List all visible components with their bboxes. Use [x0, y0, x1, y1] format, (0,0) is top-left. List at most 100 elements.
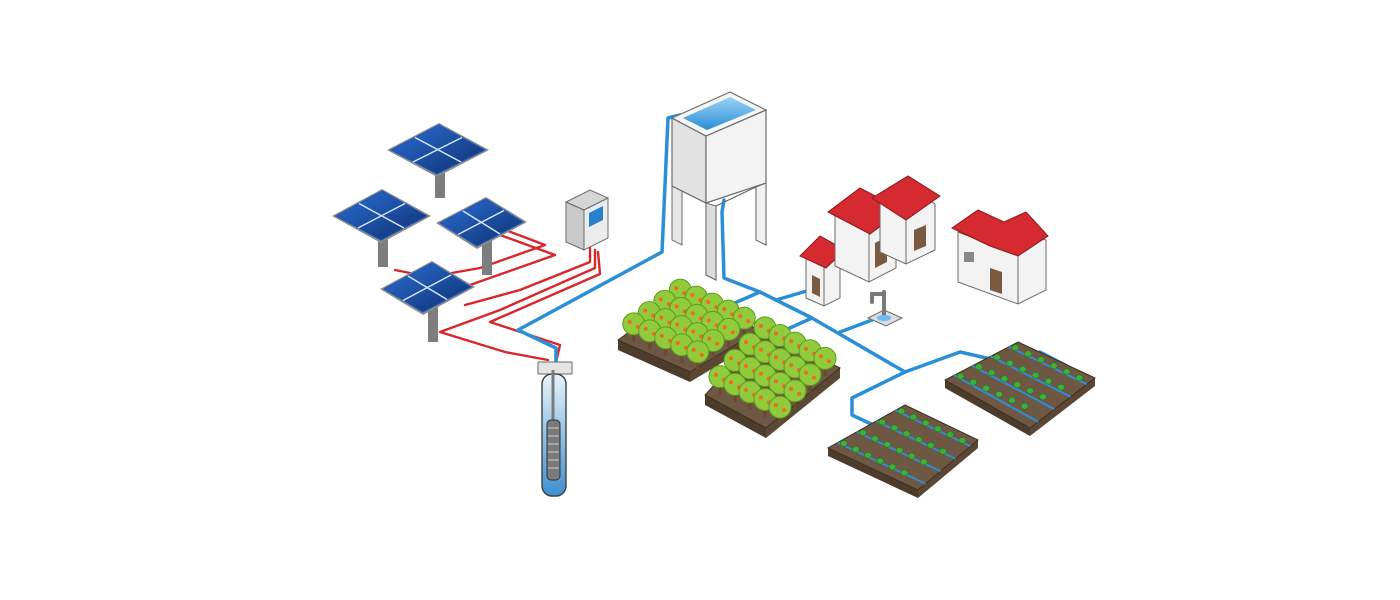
seedling	[1020, 402, 1029, 410]
seedling	[883, 441, 892, 448]
fruit	[675, 340, 680, 345]
fruit	[759, 371, 763, 376]
crop-bed-2	[943, 341, 1096, 436]
seedling	[1057, 383, 1066, 391]
fruit	[774, 403, 778, 408]
fruit	[804, 370, 808, 375]
outhouse	[799, 235, 846, 307]
drip-line	[971, 364, 1055, 411]
fruit	[738, 314, 743, 319]
fruit	[759, 323, 763, 328]
seedling	[864, 451, 872, 459]
tree-trunk	[778, 415, 782, 426]
seedling	[1026, 387, 1034, 395]
seedling	[987, 369, 996, 377]
fruit	[774, 355, 778, 360]
fruit	[722, 325, 727, 330]
fruit	[819, 354, 823, 359]
tree-trunk	[664, 345, 668, 356]
fruit	[690, 311, 695, 316]
seedling	[993, 353, 1001, 361]
tree-trunk	[763, 407, 767, 418]
fruit	[643, 308, 648, 313]
seedling	[1018, 365, 1027, 373]
fruit	[722, 307, 727, 312]
tree-trunk	[648, 338, 652, 349]
tree-trunk	[680, 352, 684, 363]
seedling	[921, 419, 930, 427]
drip-line	[1008, 345, 1088, 386]
seedling	[1006, 359, 1014, 367]
borehole-pump	[537, 361, 573, 497]
house-right	[951, 209, 1049, 305]
seedling	[946, 431, 954, 438]
seedling	[1075, 374, 1084, 382]
seedling	[876, 457, 885, 465]
fruit	[759, 395, 763, 400]
seedling	[914, 436, 923, 443]
seedling	[871, 435, 879, 442]
orchard-plot-2	[704, 316, 841, 438]
drip-line	[990, 355, 1072, 398]
fruit	[674, 286, 679, 291]
seedling	[859, 429, 867, 437]
tree-canopy	[783, 379, 807, 403]
fruit	[804, 346, 808, 351]
fruit	[730, 330, 735, 335]
seedling	[900, 469, 909, 477]
field-plots	[617, 278, 1096, 498]
tree-trunk	[696, 359, 700, 370]
seedling	[995, 390, 1003, 398]
fruit	[744, 387, 748, 392]
fruit	[774, 331, 778, 336]
tree-trunk	[718, 384, 722, 395]
seedling	[934, 425, 942, 433]
drip-line	[894, 409, 971, 448]
seedling	[902, 430, 911, 438]
fruit	[797, 391, 801, 396]
controller-box	[564, 189, 610, 251]
fruit	[744, 364, 748, 369]
seedling	[1062, 368, 1071, 376]
tree-trunk	[742, 326, 746, 337]
fruit	[659, 333, 664, 338]
tree-trunk	[632, 331, 636, 342]
seedling	[1024, 350, 1032, 358]
seedling	[839, 440, 848, 447]
seedling	[1000, 375, 1009, 383]
tree-trunk	[808, 382, 812, 393]
seedling	[890, 424, 899, 432]
fruit	[659, 315, 664, 320]
seedling	[958, 437, 967, 444]
house-medium	[871, 175, 941, 265]
seedling	[1031, 371, 1040, 379]
drip-line	[953, 374, 1039, 423]
tree-canopy	[768, 395, 792, 419]
fruit	[707, 336, 712, 341]
fruit	[627, 319, 632, 324]
tree-trunk	[727, 337, 731, 348]
crop-bed-1	[826, 404, 979, 498]
seedling	[1011, 344, 1020, 352]
seedling	[888, 463, 897, 471]
fruit	[699, 352, 704, 357]
seedling	[1013, 381, 1022, 389]
fruit	[643, 326, 648, 331]
seedling	[969, 378, 978, 386]
fruit	[746, 319, 751, 324]
seedling	[895, 446, 904, 454]
seedling	[1037, 356, 1045, 364]
solar-panel-array	[332, 123, 527, 342]
seedling	[982, 384, 991, 392]
seedling	[878, 418, 887, 426]
tree-canopy	[701, 329, 725, 353]
seedling	[939, 447, 947, 455]
fruit	[789, 339, 793, 344]
seedling	[907, 452, 916, 460]
fruit	[782, 408, 786, 413]
fruit	[789, 362, 793, 367]
tree-canopy	[717, 317, 741, 341]
seedling	[909, 413, 918, 421]
fruit	[774, 379, 778, 384]
